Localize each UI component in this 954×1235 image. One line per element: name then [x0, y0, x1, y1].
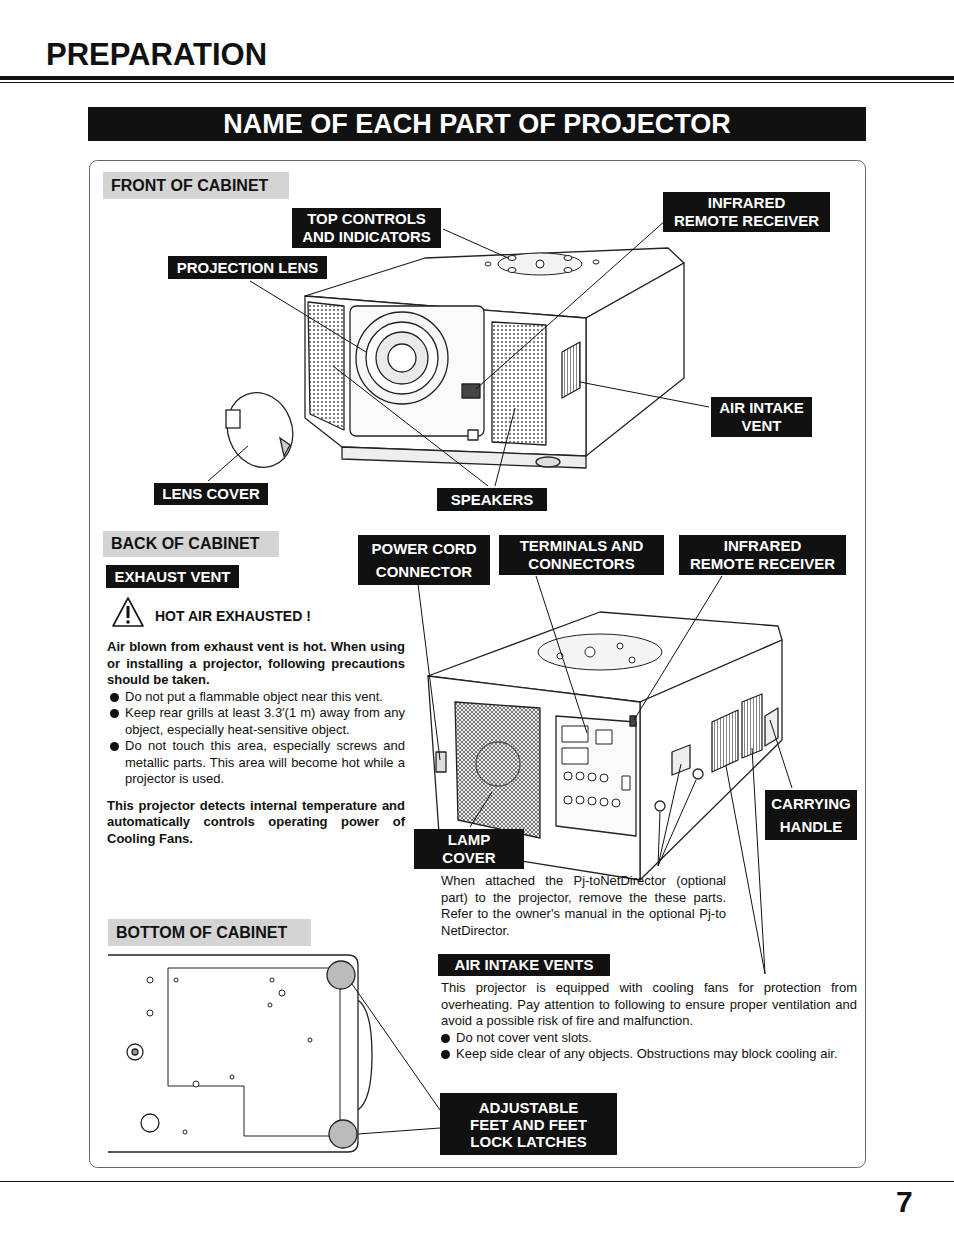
- part-name: BOTTOM OF CABINET: [116, 923, 303, 943]
- text-stack: BACK OF CABINET: [111, 534, 271, 554]
- note-text: PREPARATION: [46, 38, 466, 72]
- part-name: AIR INTAKE VENT: [717, 399, 806, 435]
- part-label: CARRYING HANDLE: [765, 790, 857, 840]
- bullet-dot: [110, 709, 119, 718]
- bullet-item: Do not put a flammable object near this …: [107, 689, 405, 706]
- part-name: POWER CORD CONNECTOR: [364, 537, 484, 583]
- part-label: PROJECTION LENS: [168, 256, 327, 279]
- text-stack: TOP CONTROLS AND INDICATORS: [298, 210, 435, 246]
- header-rule: [0, 82, 954, 83]
- section-heading: FRONT OF CABINET: [103, 172, 289, 199]
- label-text: PREPARATION: [46, 37, 267, 72]
- label-text: This projector detects internal temperat…: [107, 798, 405, 846]
- part-name: PROJECTION LENS: [174, 259, 321, 277]
- section-heading: BACK OF CABINET: [103, 531, 279, 557]
- text-stack: TERMINALS AND CONNECTORS: [505, 537, 658, 573]
- part-label: TERMINALS AND CONNECTORS: [499, 535, 664, 575]
- text-stack: FRONT OF CABINET: [111, 176, 281, 196]
- text-stack: LENS COVER: [160, 485, 262, 503]
- text-group: Air blown from exhaust vent is hot. When…: [107, 639, 405, 847]
- label-text: HOT AIR EXHAUSTED !: [155, 608, 311, 624]
- bullet-item: Keep side clear of any objects. Obstruct…: [441, 1046, 857, 1063]
- projector-bottom: [108, 955, 372, 1152]
- bullet-dot: [110, 693, 119, 702]
- note-text: This projector detects internal temperat…: [107, 798, 405, 848]
- title-text: NAME OF EACH PART OF PROJECTOR: [223, 109, 731, 140]
- warning-symbol: [113, 598, 143, 626]
- part-label: AIR INTAKE VENTS: [438, 954, 610, 976]
- note-text: This projector is equipped with cooling …: [441, 980, 857, 1030]
- part-name: INFRARED REMOTE RECEIVER: [685, 537, 840, 573]
- text-stack: INFRARED REMOTE RECEIVER: [685, 537, 840, 573]
- part-label: POWER CORD CONNECTOR: [358, 535, 490, 585]
- text-stack: SPEAKERS: [443, 491, 541, 509]
- projector-front: [305, 248, 684, 468]
- text-stack: EXHAUST VENT: [112, 568, 233, 586]
- text-stack: BOTTOM OF CABINET: [116, 923, 303, 943]
- note-text: When attached the Pj-toNetDirector (opti…: [441, 873, 726, 939]
- part-label: LAMP COVER: [414, 829, 524, 869]
- label-text: This projector is equipped with cooling …: [441, 980, 857, 1028]
- part-label: LENS COVER: [154, 483, 268, 505]
- part-name: AIR INTAKE VENTS: [444, 956, 604, 974]
- part-label: EXHAUST VENT: [106, 565, 239, 588]
- part-name: FRONT OF CABINET: [111, 176, 281, 196]
- part-name: LENS COVER: [160, 485, 262, 503]
- text-group: This projector is equipped with cooling …: [441, 980, 857, 1063]
- note-text: Air blown from exhaust vent is hot. When…: [107, 639, 405, 689]
- part-name: TERMINALS AND CONNECTORS: [505, 537, 658, 573]
- title-band: NAME OF EACH PART OF PROJECTOR: [88, 107, 866, 141]
- text-stack: POWER CORD CONNECTOR: [364, 537, 484, 583]
- bullet-dot: [110, 742, 119, 751]
- header-rule: [0, 76, 954, 80]
- label-text: Keep rear grills at least 3.3′(1 m) away…: [125, 705, 405, 737]
- label-text: 7: [896, 1185, 913, 1218]
- bullet-item: Do not cover vent slots.: [441, 1030, 857, 1047]
- lens-cover-drawing: [217, 383, 303, 476]
- part-label: INFRARED REMOTE RECEIVER: [679, 535, 846, 575]
- note-text: HOT AIR EXHAUSTED !: [155, 607, 405, 625]
- text-stack: AIR INTAKE VENT: [717, 399, 806, 435]
- part-name: LAMP COVER: [420, 831, 518, 867]
- bullet-dot: [441, 1034, 450, 1043]
- part-name: EXHAUST VENT: [112, 568, 233, 586]
- bullet-item: Keep rear grills at least 3.3′(1 m) away…: [107, 705, 405, 738]
- part-name: ADJUSTABLE FEET AND FEET LOCK LATCHES: [446, 1099, 611, 1150]
- text-group: HOT AIR EXHAUSTED !: [155, 607, 405, 625]
- part-label: AIR INTAKE VENT: [711, 397, 812, 437]
- text-stack: CARRYING HANDLE: [771, 792, 851, 838]
- label-text: Do not cover vent slots.: [456, 1030, 592, 1045]
- note-text: 7: [896, 1185, 936, 1219]
- part-name: SPEAKERS: [443, 491, 541, 509]
- label-text: Do not put a flammable object near this …: [125, 689, 383, 704]
- part-name: TOP CONTROLS AND INDICATORS: [298, 210, 435, 246]
- text-stack: INFRARED REMOTE RECEIVER: [669, 194, 824, 230]
- part-label: SPEAKERS: [437, 488, 547, 511]
- bullet-item: Do not touch this area, especially screw…: [107, 738, 405, 788]
- part-name: BACK OF CABINET: [111, 534, 271, 554]
- label-text: Keep side clear of any objects. Obstruct…: [456, 1046, 838, 1061]
- part-label: ADJUSTABLE FEET AND FEET LOCK LATCHES: [440, 1093, 617, 1155]
- part-label: TOP CONTROLS AND INDICATORS: [292, 208, 441, 248]
- part-name: CARRYING HANDLE: [771, 792, 851, 838]
- text-stack: ADJUSTABLE FEET AND FEET LOCK LATCHES: [446, 1099, 611, 1150]
- label-text: Air blown from exhaust vent is hot. When…: [107, 639, 405, 687]
- text-stack: PROJECTION LENS: [174, 259, 321, 277]
- content-frame: [90, 161, 866, 1168]
- bullet-dot: [441, 1050, 450, 1059]
- part-label: INFRARED REMOTE RECEIVER: [663, 192, 830, 232]
- section-heading: BOTTOM OF CABINET: [108, 919, 311, 946]
- text-group: PREPARATION: [46, 38, 466, 72]
- footer-rule: [0, 1181, 954, 1182]
- text-group: 7: [896, 1185, 936, 1219]
- part-name: INFRARED REMOTE RECEIVER: [669, 194, 824, 230]
- label-text: Do not touch this area, especially screw…: [125, 738, 405, 786]
- label-text: When attached the Pj-toNetDirector (opti…: [441, 873, 726, 938]
- text-stack: LAMP COVER: [420, 831, 518, 867]
- text-group: When attached the Pj-toNetDirector (opti…: [441, 873, 726, 939]
- text-stack: AIR INTAKE VENTS: [444, 956, 604, 974]
